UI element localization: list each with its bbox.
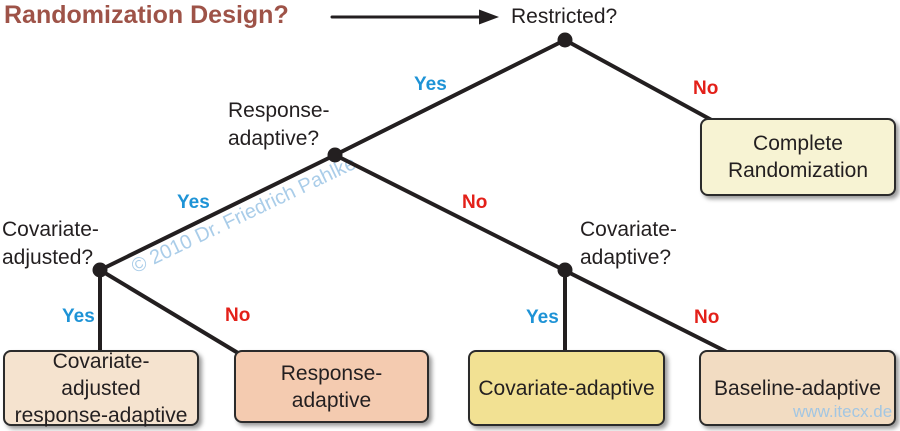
edge-covadjusted-no (98, 268, 240, 355)
node-covariate-adjusted (92, 262, 108, 278)
outcome-baseline-adaptive: Baseline-adaptive (699, 350, 896, 426)
outcome-covariate-adjusted-response-adaptive: Covariate-adjusted response-adaptive (3, 350, 199, 427)
outcome-covariate-adaptive: Covariate-adaptive (468, 350, 665, 426)
node-restricted (557, 32, 573, 48)
node-response-adaptive (327, 147, 343, 163)
website-url: www.itecx.de (793, 402, 893, 421)
outcome-complete-randomization: Complete Randomization (700, 118, 896, 196)
edge-restricted-no (563, 38, 719, 125)
title-arrow-head (479, 9, 499, 25)
edge-response-yes (98, 153, 337, 272)
node-covariate-adaptive (557, 262, 573, 278)
outcome-response-adaptive: Response-adaptive (234, 350, 429, 423)
edge-restricted-yes (333, 38, 567, 157)
edge-response-no (333, 153, 729, 354)
